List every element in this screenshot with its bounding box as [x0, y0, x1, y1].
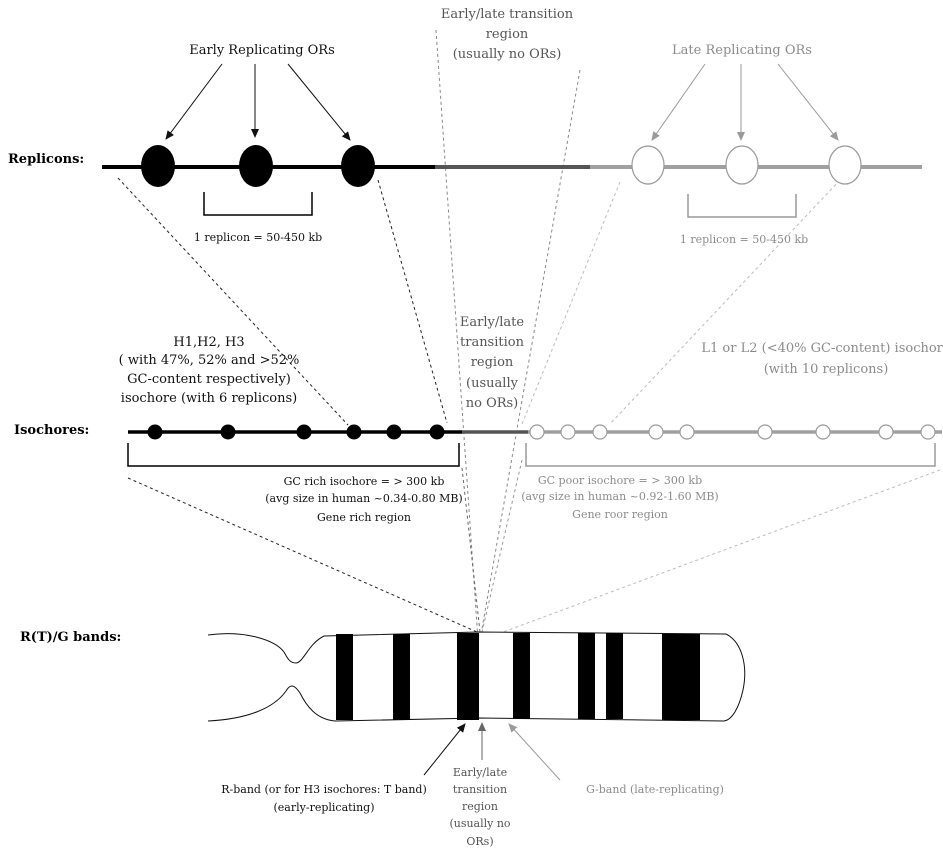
isochore-transition-line-2: transition [460, 335, 525, 350]
late-origins [631, 145, 862, 185]
early-origin [341, 145, 375, 187]
gc-rich-line-2: (avg size in human ~0.34-0.80 MB) [265, 492, 462, 505]
late-origin [725, 145, 759, 185]
band-transition-line-4: (usually no [449, 817, 510, 830]
band-transition-line-2: transition [453, 783, 507, 796]
replicon-transition-line-3: (usually no ORs) [453, 47, 562, 62]
dark-band [578, 633, 595, 719]
isochore-late-origin [529, 424, 545, 440]
g-band-label: G-band (late-replicating) [586, 783, 724, 796]
isochore-transition-line-5: no ORs) [466, 396, 519, 411]
dark-band [336, 634, 353, 720]
zoom-lines [117, 29, 941, 641]
late-replicon-bracket [687, 194, 797, 218]
isochore-transition-line-3: region [471, 355, 514, 370]
dark-bands [336, 633, 700, 720]
late-replicon-size: 1 replicon = 50-450 kb [680, 233, 808, 246]
gc-rich-description: GC rich isochore = > 300 kb (avg size in… [265, 475, 462, 524]
isochore-late-origin [878, 424, 894, 440]
gc-rich-line-3: Gene rich region [317, 511, 411, 524]
replicon-transition-line-2: region [486, 27, 529, 42]
isochore-early-desc-line-2: ( with 47%, 52% and >52% [119, 353, 300, 368]
gc-poor-description: GC poor isochore = > 300 kb (avg size in… [521, 474, 718, 521]
isochore-late-origin [815, 424, 831, 440]
bands-row-label: R(T)/G bands: [20, 630, 121, 645]
isochore-late-desc-line-1: L1 or L2 (<40% GC-content) isochore [701, 341, 943, 356]
isochore-early-description: H1,H2, H3 ( with 47%, 52% and >52% GC-co… [119, 335, 300, 406]
band-transition-line-5: ORs) [466, 835, 493, 848]
early-origin [239, 145, 273, 187]
dark-band [393, 634, 410, 720]
late-replicating-ors-title: Late Replicating ORs [672, 43, 812, 58]
chromosome [207, 631, 746, 722]
isochore-early-origin [386, 424, 402, 440]
gc-rich-line-1: GC rich isochore = > 300 kb [284, 475, 445, 488]
replicons-row-label: Replicons: [8, 152, 84, 167]
early-origins [141, 145, 375, 187]
gc-poor-line-1: GC poor isochore = > 300 kb [538, 474, 702, 487]
gc-poor-line-2: (avg size in human ~0.92-1.60 MB) [521, 490, 718, 503]
isochore-transition-label: Early/late transition region (usually no… [460, 315, 525, 411]
isochore-late-origin [592, 424, 608, 440]
band-transition-line-1: Early/late [453, 766, 507, 779]
late-or-arrows [651, 63, 839, 141]
gc-poor-bracket [525, 443, 936, 467]
dark-band [662, 634, 700, 720]
r-band-label: R-band (or for H3 isochores: T band) (ea… [221, 783, 427, 814]
isochore-transition-line-4: (usually [466, 376, 519, 391]
isochore-early-desc-line-1: H1,H2, H3 [173, 335, 244, 350]
early-origin [141, 145, 175, 187]
isochore-late-origin [757, 424, 773, 440]
isochore-early-origins [147, 424, 445, 440]
early-replicating-ors-title: Early Replicating ORs [189, 43, 335, 58]
isochore-early-origin [220, 424, 236, 440]
isochore-early-origin [429, 424, 445, 440]
late-origin [828, 145, 862, 185]
early-replicon-size: 1 replicon = 50-450 kb [194, 231, 322, 244]
gc-poor-line-3: Gene roor region [572, 508, 668, 521]
isochore-early-desc-line-3: GC-content respectively) [127, 372, 291, 387]
band-transition-label: Early/late transition region (usually no… [449, 766, 510, 848]
early-replicon-bracket [203, 192, 313, 216]
r-band-line-2: (early-replicating) [274, 801, 375, 814]
isochore-late-desc-line-2: (with 10 replicons) [764, 362, 889, 377]
late-origin [631, 145, 665, 185]
isochore-late-origin [560, 424, 576, 440]
isochore-late-origin [648, 424, 664, 440]
band-transition-line-3: region [462, 800, 498, 813]
dark-band [513, 633, 530, 719]
gc-rich-bracket [127, 443, 460, 467]
replicon-transition-line-1: Early/late transition [441, 7, 574, 22]
dark-band [457, 633, 479, 720]
isochore-early-desc-line-4: isochore (with 6 replicons) [121, 391, 297, 406]
isochore-late-origins [529, 424, 936, 440]
early-or-arrows [165, 63, 351, 141]
isochore-late-description: L1 or L2 (<40% GC-content) isochore (wit… [701, 341, 943, 377]
isochore-late-origin [920, 424, 936, 440]
isochore-late-origin [679, 424, 695, 440]
isochore-early-origin [147, 424, 163, 440]
band-arrows [423, 722, 561, 781]
isochore-transition-line-1: Early/late [460, 315, 524, 330]
dark-band [606, 633, 623, 719]
r-band-line-1: R-band (or for H3 isochores: T band) [221, 783, 427, 796]
isochores-row-label: Isochores: [14, 423, 89, 438]
isochore-early-origin [346, 424, 362, 440]
isochore-early-origin [296, 424, 312, 440]
